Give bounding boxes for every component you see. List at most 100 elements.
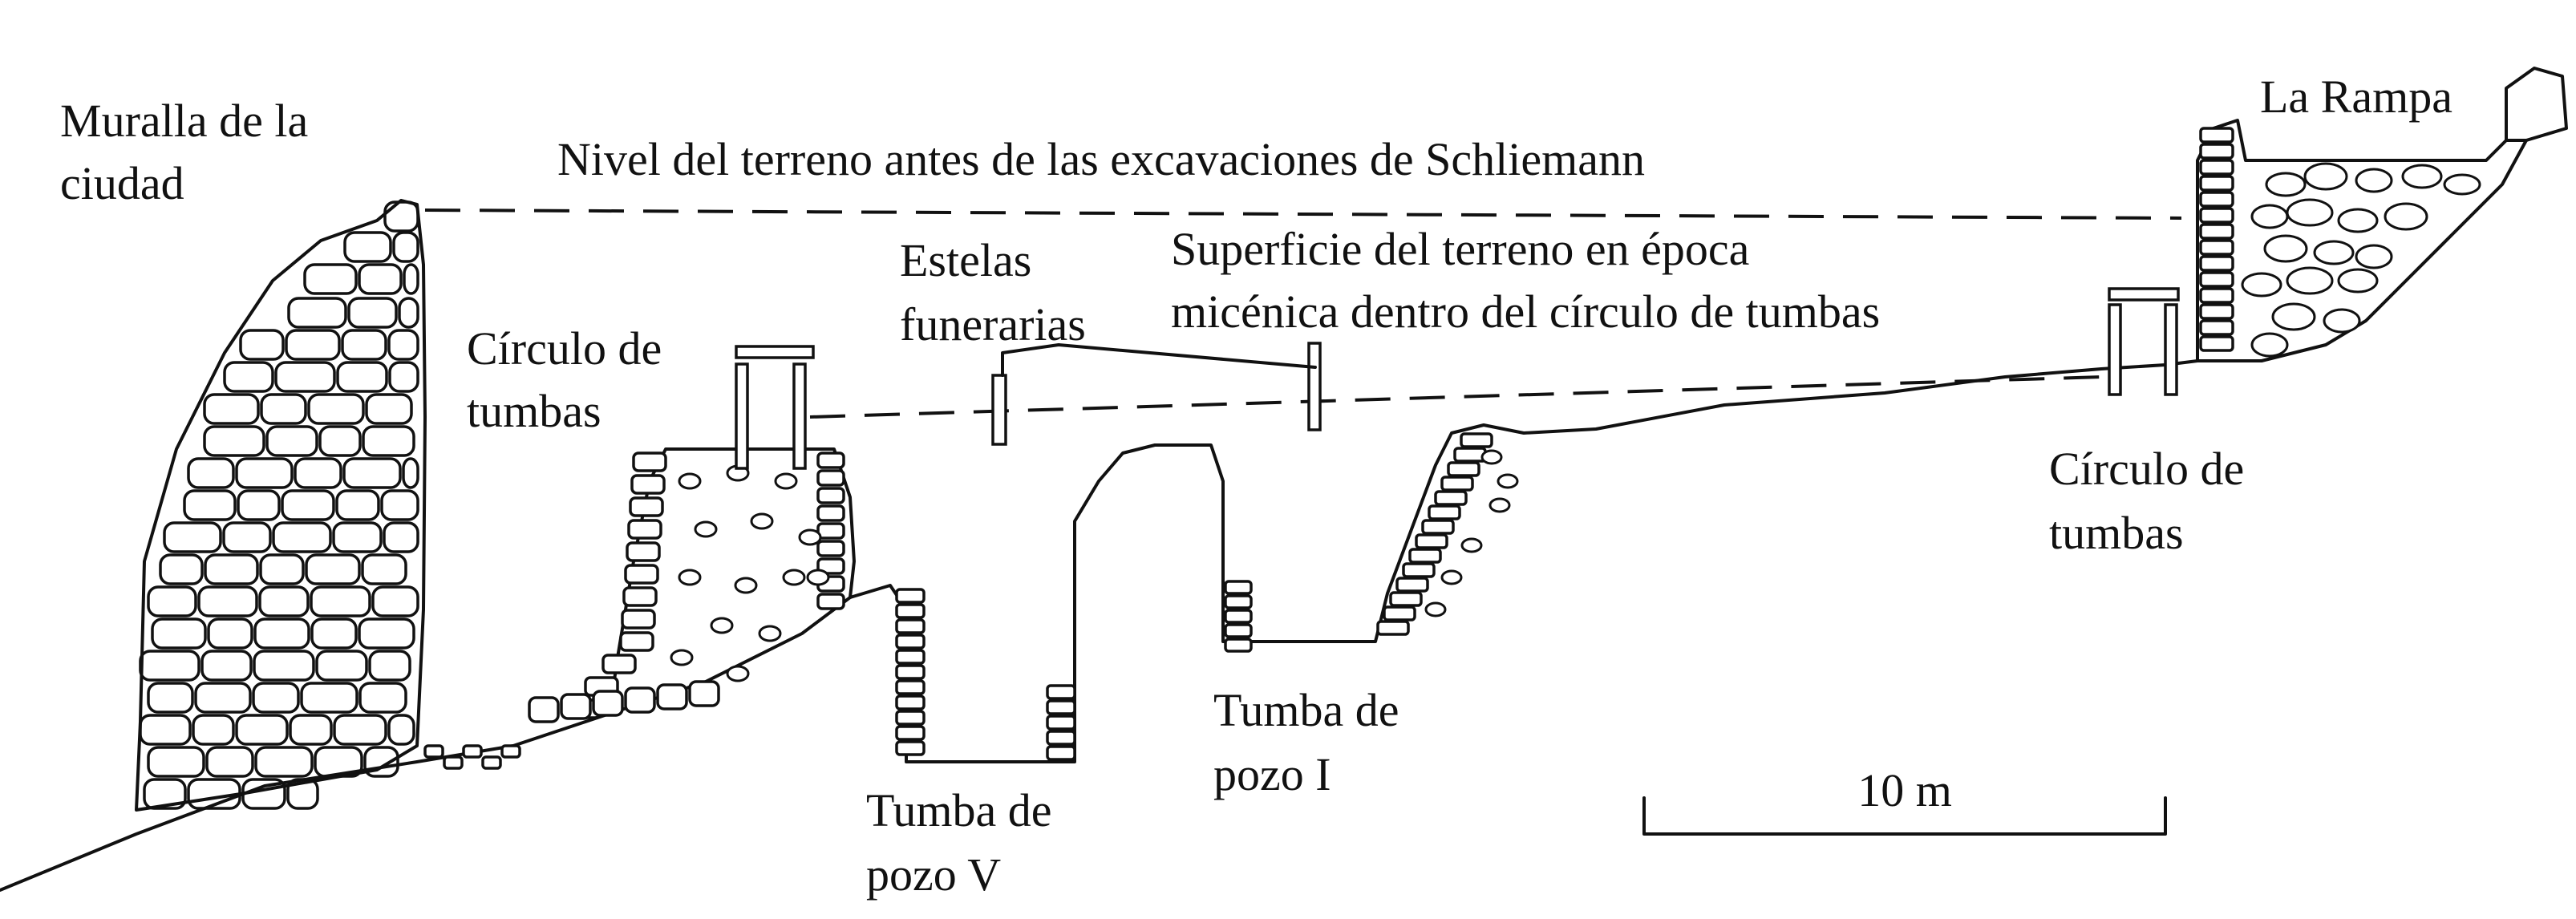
ramp-pebble [2263,234,2308,263]
label-grave-circle-right-2: tumbas [2049,507,2184,559]
wall-stone [285,329,341,361]
label-city-wall-2: ciudad [60,157,184,209]
city-wall [139,200,419,810]
wall-stone [197,585,258,617]
wall-stone [402,457,419,489]
slope-stone [1408,548,1442,564]
wall-stone [318,425,362,457]
shaft-v-stone [895,634,925,650]
slope-stone [1434,490,1468,506]
mound-stone [621,609,656,630]
ramp-top-block [2505,67,2568,142]
ramp-pebble [2271,302,2316,331]
wall-stone [183,489,237,521]
wall-stone [358,682,407,714]
mound-pebble [782,569,806,586]
stele-2 [1307,342,1322,431]
label-city-wall-1: Muralla de la [60,95,308,147]
ramp-pebble [2401,164,2443,189]
mound-stone [624,686,656,714]
ramp-wall-stone [2199,191,2234,208]
wall-stone [259,553,305,585]
ramp-wall-stone [2199,223,2234,240]
mound-stone [632,451,667,472]
wall-stone [252,682,300,714]
ramp-pebble [2384,202,2428,231]
wall-stone [371,585,419,617]
foot-stone [423,744,444,759]
mound-stone [622,586,658,607]
ramp-wall-stone [2199,255,2234,272]
ramp-outline [2196,119,2528,362]
ramp-pebble [2250,332,2289,358]
shaft-i-stone [1224,638,1253,653]
slope-stone [1376,620,1410,636]
slope-stones [1376,432,1519,636]
wall-stone [194,682,252,714]
mound-stone [592,690,624,717]
grave-circle-slab-right [2108,287,2180,396]
wall-stone [147,746,205,778]
wall-stone [203,393,260,425]
label-stelae-2: funerarias [900,298,1086,350]
ramp-pebble [2286,198,2334,227]
wall-stone [147,682,194,714]
wall-stone [332,521,383,553]
stele-1 [991,374,1007,446]
slope-pebble [1480,449,1503,465]
wall-stone [151,617,207,650]
slope-stone [1395,577,1429,593]
shaft-grave-i-walls [1224,580,1253,653]
ramp-wall-stone [2199,143,2234,160]
mound-stone [656,683,688,711]
wall-stone [223,361,274,393]
wall-stone [222,521,272,553]
shaft-v-stone [895,649,925,665]
slope-stone [1453,447,1487,463]
mound-stone [629,496,664,517]
mound-pebble [750,512,774,530]
wall-stone [258,585,310,617]
ramp-wall-stone [2199,159,2234,176]
shaft-i-stone [1224,623,1253,638]
ramp-wall-stone [2199,287,2234,304]
ramp-wall-stone [2199,303,2234,320]
mound-pebble [734,577,758,594]
wall-stone [187,457,235,489]
mound-pebble [710,617,734,634]
mound-stone [528,696,560,723]
ramp-wall-stone [2199,271,2234,288]
ramp-pebble [2355,244,2393,269]
ramp-pebble [2337,208,2379,233]
wall-stone [342,457,402,489]
wall-stone [361,553,407,585]
wall-stone [294,457,342,489]
wall-stone [265,425,318,457]
shaft-v-stone [1046,684,1076,700]
ramp-wall-stone [2199,175,2234,192]
label-ground-level-before: Nivel del terreno antes de las excavacio… [557,133,1645,185]
label-ramp: La Rampa [2260,71,2452,123]
wall-stone [203,425,265,457]
ramp-pebble [2265,172,2307,197]
shaft-v-stone [895,694,925,711]
ramp-stones [2199,127,2481,358]
label-shaft-grave-i-1: Tumba de [1213,684,1399,736]
label-grave-circle-left-1: Círculo de [467,322,662,374]
wall-stone [143,778,187,810]
ramp-pebble [2313,240,2355,265]
wall-stone [303,263,358,295]
shaft-i-stone [1224,594,1253,609]
wall-stone [200,650,253,682]
wall-stone [398,297,419,329]
shaft-grave-v-walls [895,588,1076,761]
wall-stone [254,746,314,778]
slope-stone [1440,476,1474,492]
shaft-v-stone [895,603,925,619]
wall-stone [305,553,361,585]
slope-pebble [1460,537,1483,553]
mound-stone [688,680,720,707]
wall-stone [147,585,197,617]
wall-stone [139,650,200,682]
wall-stone [365,393,413,425]
